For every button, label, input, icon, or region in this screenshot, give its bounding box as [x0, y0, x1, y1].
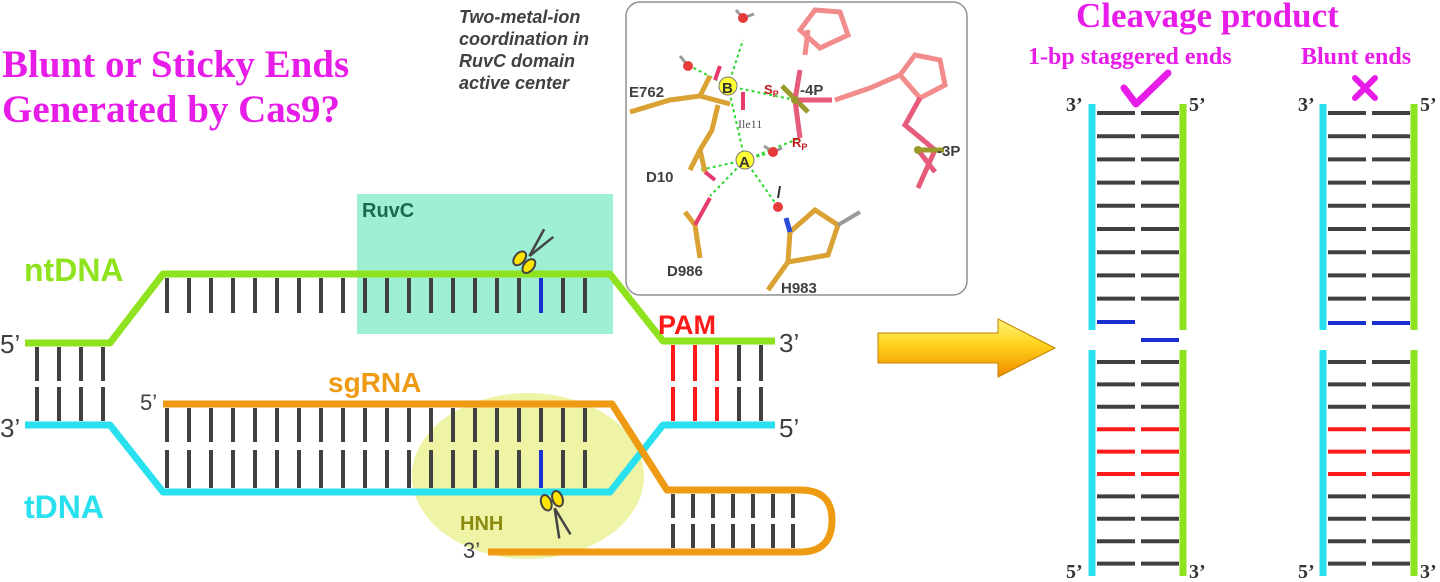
- staggered-end-top-left: 3’: [1066, 94, 1083, 116]
- tdna-label: tDNA: [24, 489, 104, 525]
- sgrna-label: sgRNA: [328, 367, 421, 398]
- page-title-line-1: Blunt or Sticky Ends: [2, 43, 349, 86]
- page-title-line-2: Generated by Cas9?: [2, 88, 340, 131]
- end-label-sgrna-3: 3’: [463, 538, 480, 563]
- metal-ion-a: [735, 150, 755, 170]
- scissors-icon-ruvc: [512, 228, 555, 274]
- inset-caption-line-2: coordination in: [459, 29, 589, 49]
- end-label-sgrna-5: 5’: [140, 390, 157, 415]
- ntdna-strand: [25, 270, 775, 347]
- check-icon: [1120, 69, 1172, 108]
- inset-caption-line-4: active center: [459, 73, 570, 93]
- residue-e762-label: E762: [629, 84, 664, 101]
- arrow-icon: [877, 318, 1057, 378]
- product-base-pairs: [1097, 111, 1410, 566]
- hnh-label: HNH: [460, 513, 503, 535]
- inset-caption: Two-metal-ion coordination in RuvC domai…: [459, 7, 589, 93]
- end-label-right-3: 3’: [779, 328, 799, 358]
- ntdna-label: ntDNA: [24, 252, 124, 288]
- phosphate-m3p-label: -3P: [937, 143, 960, 160]
- metal-ion-b: [718, 76, 738, 96]
- blunt-label: Blunt ends: [1301, 44, 1411, 70]
- staggered-end-top-right: 5’: [1189, 94, 1206, 116]
- sgrna-strand: [163, 400, 836, 556]
- scissors-icon-hnh: [539, 489, 572, 539]
- phosphate-m4p-label: -4P: [800, 82, 823, 99]
- staggered-end-bottom-left: 5’: [1066, 561, 1083, 582]
- inset-frame: [625, 1, 968, 296]
- hnh-region: [412, 393, 644, 559]
- tdna-strand: [25, 421, 775, 496]
- blunt-end-bottom-right: 3’: [1420, 561, 1437, 582]
- blunt-end-bottom-left: 5’: [1298, 561, 1315, 582]
- inset-caption-line-1: Two-metal-ion: [459, 7, 580, 27]
- ruvc-region: [357, 194, 613, 334]
- residue-h983-label: H983: [781, 280, 817, 297]
- inset-caption-line-3: RuvC domain: [459, 51, 575, 71]
- end-label-left-3: 3’: [0, 413, 20, 443]
- end-label-right-5: 5’: [779, 413, 799, 443]
- base-pair-rungs: [35, 278, 795, 548]
- sp-label: SP: [764, 82, 779, 99]
- residue-d10-label: D10: [646, 169, 674, 186]
- product-heading: Cleavage product: [1076, 0, 1339, 35]
- cross-icon: [1352, 75, 1378, 101]
- metal-ion-a-label: A: [739, 154, 750, 171]
- staggered-end-bottom-right: 3’: [1189, 561, 1206, 582]
- blunt-end-top-right: 5’: [1420, 94, 1437, 116]
- ruvc-label: RuvC: [362, 200, 414, 222]
- metal-ion-b-label: B: [722, 80, 733, 97]
- staggered-label: 1-bp staggered ends: [1028, 44, 1232, 70]
- residue-d986-label: D986: [667, 263, 703, 280]
- rp-label: RP: [792, 135, 807, 152]
- blunt-end-top-left: 3’: [1298, 94, 1315, 116]
- end-label-left-5: 5’: [0, 329, 20, 359]
- residue-ile11-label: Ile11: [738, 117, 762, 131]
- pam-label: PAM: [658, 310, 716, 340]
- ruvc-active-site-inset: B A E762 D10 D986 H983 -4P -3P Ile11 SP …: [625, 1, 968, 297]
